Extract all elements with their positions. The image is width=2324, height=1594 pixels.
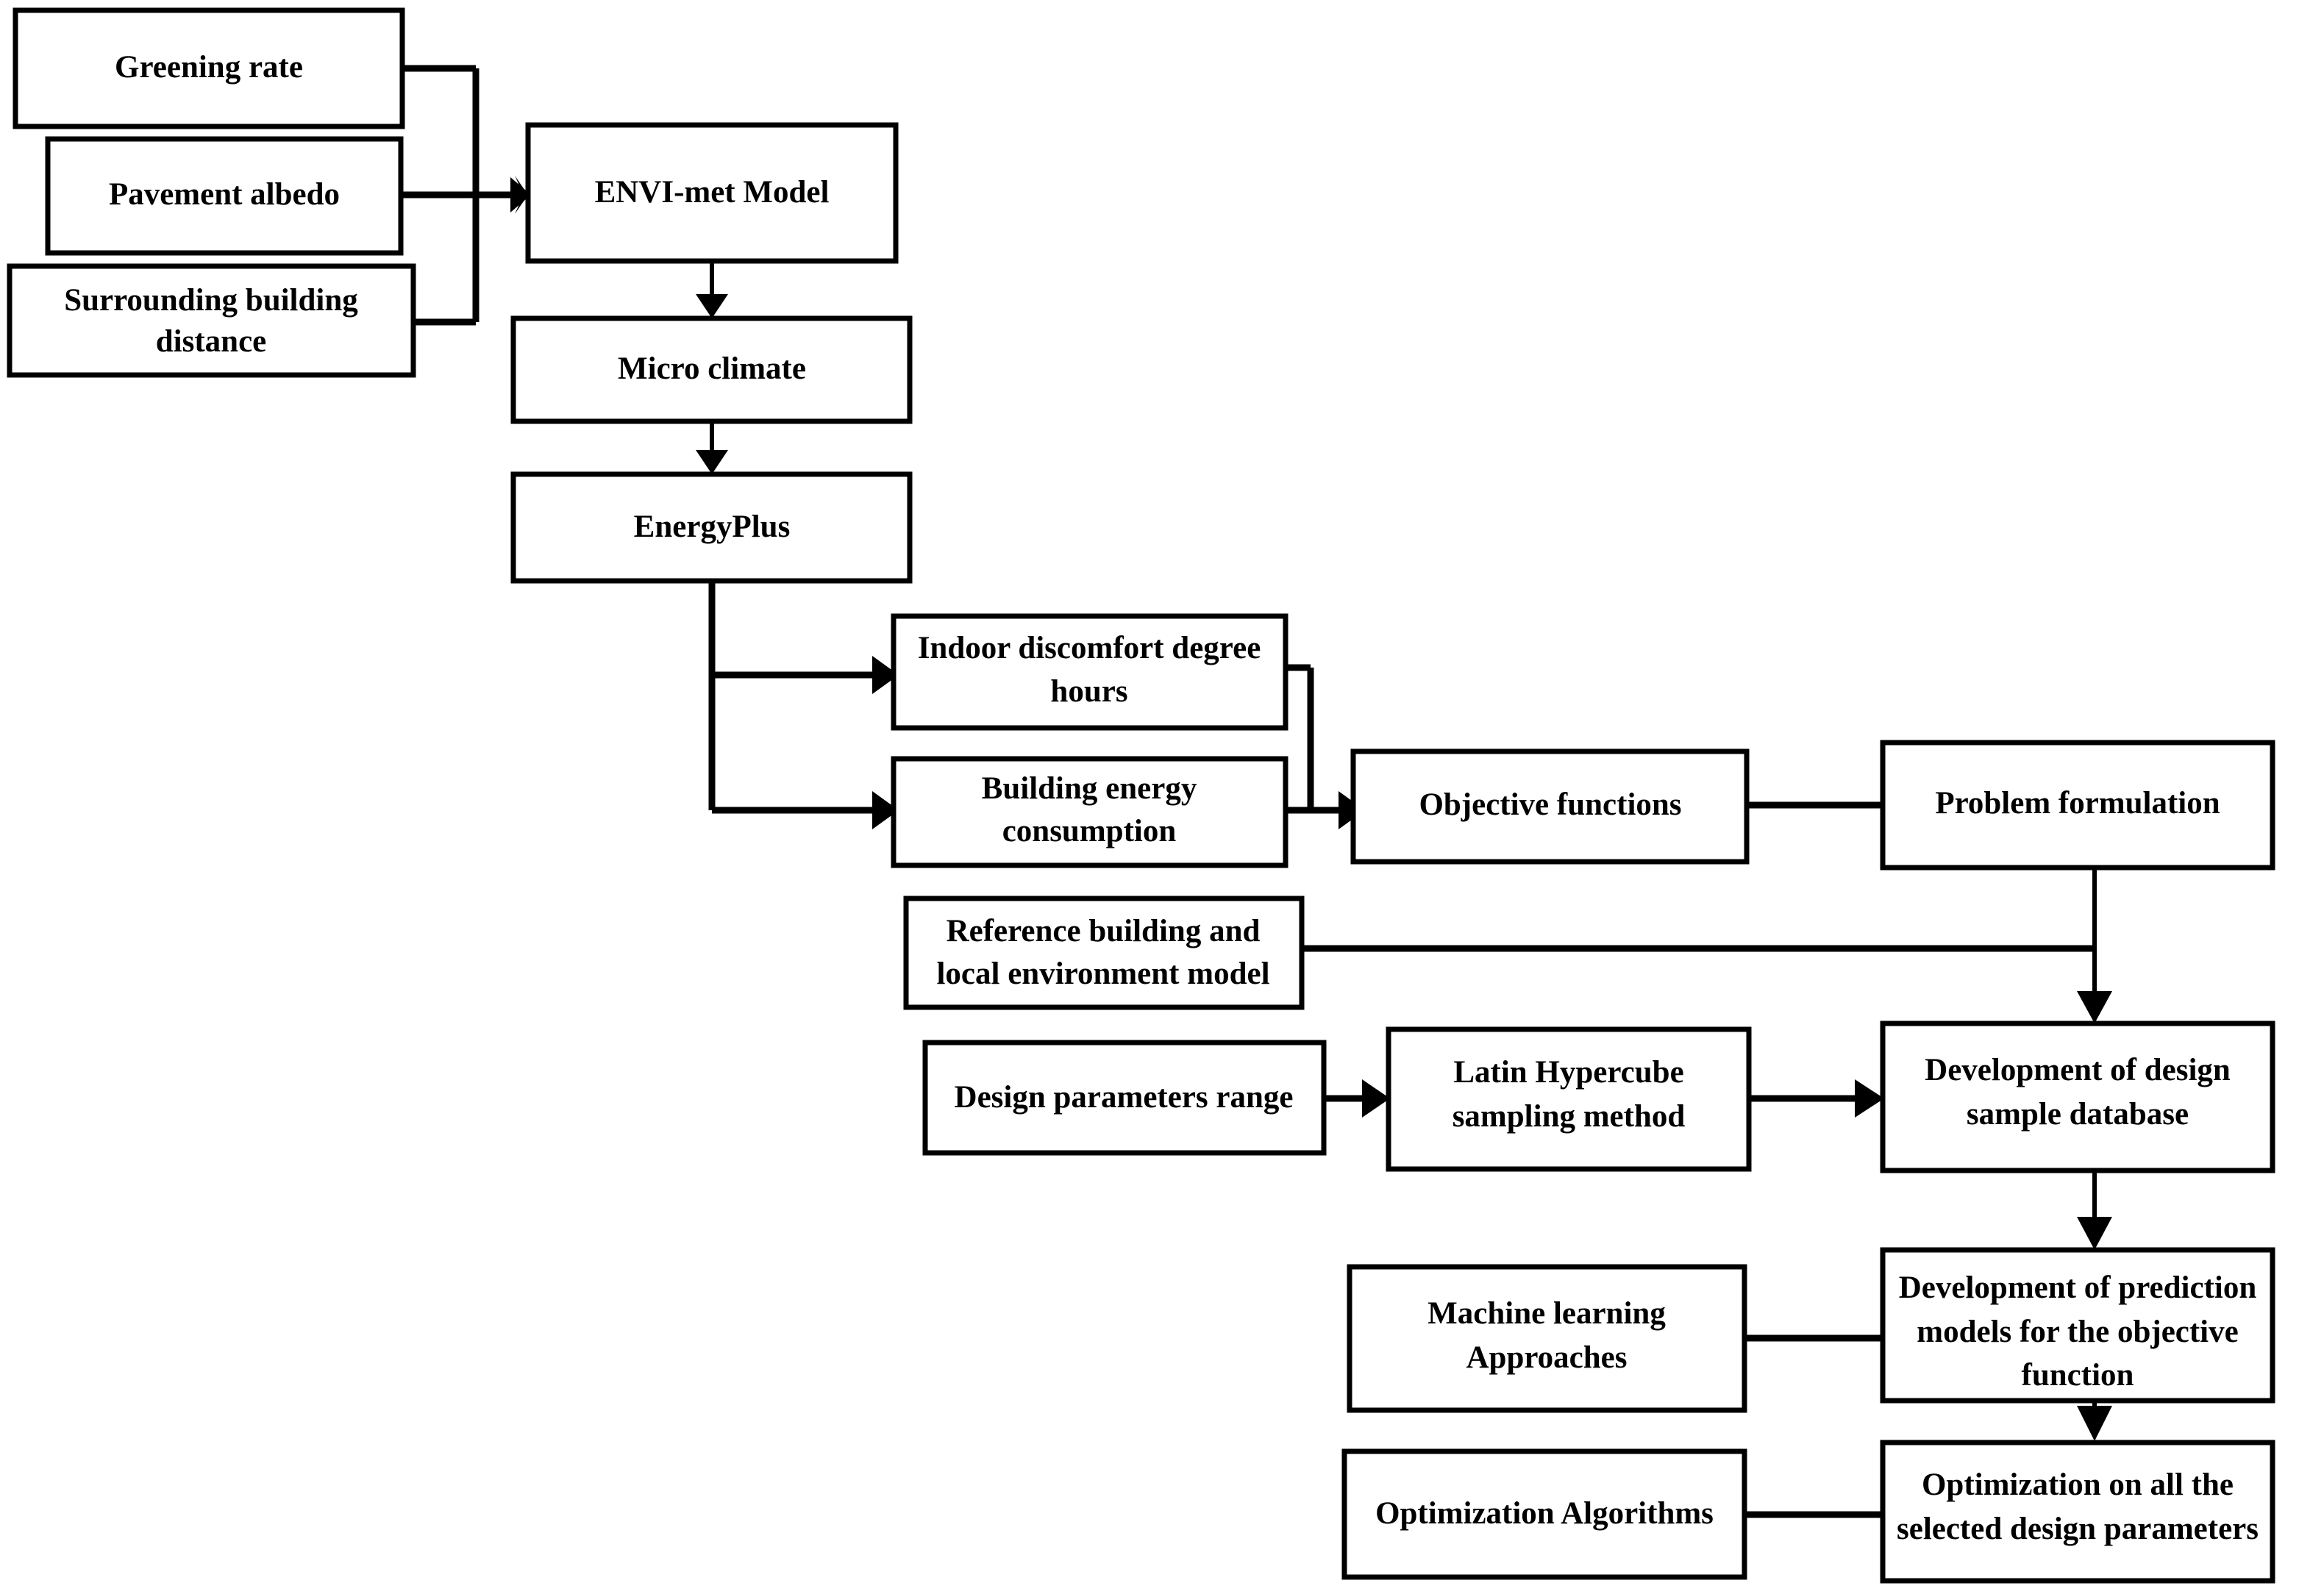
edge-sampledb-to-prediction (2077, 1171, 2112, 1250)
node-energy-plus-label: EnergyPlus (634, 510, 791, 544)
edge-envimet-to-microclimate (696, 261, 728, 318)
node-prediction-models[interactable]: Development of prediction models for the… (1880, 1247, 2275, 1404)
node-design-sample-database-label-1: Development of design (1925, 1053, 2231, 1087)
node-optimization-selected-label-1: Optimization on all the (1922, 1468, 2234, 1502)
node-envi-met-model-label: ENVI-met Model (595, 175, 830, 210)
node-prediction-models-label-1: Development of prediction (1899, 1270, 2257, 1305)
edge-designparams-to-latin (1324, 1079, 1390, 1118)
node-pavement-albedo[interactable]: Pavement albedo (45, 136, 404, 256)
node-reference-building[interactable]: Reference building and local environment… (903, 896, 1305, 1010)
node-objective-functions-label: Objective functions (1419, 787, 1681, 822)
edge-problem-to-sampledb (2077, 868, 2112, 1023)
node-objective-functions[interactable]: Objective functions (1350, 748, 1750, 865)
node-building-energy-label-2: consumption (1002, 814, 1177, 848)
edge-latin-to-sampledb (1749, 1079, 1884, 1118)
node-optimization-selected-label-2: selected design parameters (1897, 1512, 2259, 1546)
node-optimization-algorithms[interactable]: Optimization Algorithms (1341, 1448, 1747, 1580)
node-design-parameters-range-label: Design parameters range (955, 1080, 1294, 1115)
node-envi-met-model[interactable]: ENVI-met Model (525, 122, 899, 264)
node-prediction-models-label-2: models for the objective (1917, 1315, 2238, 1349)
node-indoor-discomfort[interactable]: Indoor discomfort degree hours (891, 613, 1288, 731)
edge-energyplus-branch (708, 581, 899, 829)
node-problem-formulation[interactable]: Problem formulation (1880, 740, 2275, 871)
edge-prediction-to-optimization (2077, 1401, 2112, 1441)
node-design-parameters-range[interactable]: Design parameters range (922, 1040, 1327, 1156)
node-greening-rate-label: Greening rate (115, 50, 303, 85)
node-prediction-models-label-3: function (2022, 1358, 2134, 1393)
node-machine-learning[interactable]: Machine learning Approaches (1347, 1264, 1747, 1413)
node-building-energy[interactable]: Building energy consumption (891, 756, 1288, 868)
node-indoor-discomfort-label-1: Indoor discomfort degree (918, 631, 1261, 665)
node-reference-building-label-2: local environment model (936, 957, 1269, 991)
node-energy-plus[interactable]: EnergyPlus (510, 471, 913, 584)
node-optimization-algorithms-label: Optimization Algorithms (1375, 1496, 1714, 1531)
node-machine-learning-label-1: Machine learning (1427, 1296, 1666, 1331)
node-problem-formulation-label: Problem formulation (1935, 786, 2220, 821)
node-surrounding-building-distance-label-2: distance (156, 324, 267, 359)
node-surrounding-building-distance[interactable]: Surrounding building distance (7, 263, 416, 378)
node-latin-hypercube-label-1: Latin Hypercube (1453, 1055, 1683, 1090)
edge-microclimate-to-energyplus (696, 421, 728, 474)
node-pavement-albedo-label: Pavement albedo (109, 177, 340, 212)
node-optimization-selected[interactable]: Optimization on all the selected design … (1880, 1440, 2275, 1584)
node-indoor-discomfort-label-2: hours (1050, 674, 1127, 709)
node-design-sample-database-label-2: sample database (1967, 1097, 2189, 1132)
node-latin-hypercube-label-2: sampling method (1452, 1099, 1686, 1134)
node-reference-building-label-1: Reference building and (947, 914, 1261, 948)
node-design-sample-database[interactable]: Development of design sample database (1880, 1021, 2275, 1173)
node-micro-climate[interactable]: Micro climate (510, 315, 913, 424)
node-building-energy-label-1: Building energy (982, 771, 1197, 806)
node-latin-hypercube[interactable]: Latin Hypercube sampling method (1386, 1026, 1752, 1172)
node-greening-rate[interactable]: Greening rate (13, 7, 405, 129)
node-surrounding-building-distance-label-1: Surrounding building (64, 283, 358, 318)
node-machine-learning-label-2: Approaches (1466, 1340, 1627, 1375)
node-micro-climate-label: Micro climate (618, 351, 806, 386)
